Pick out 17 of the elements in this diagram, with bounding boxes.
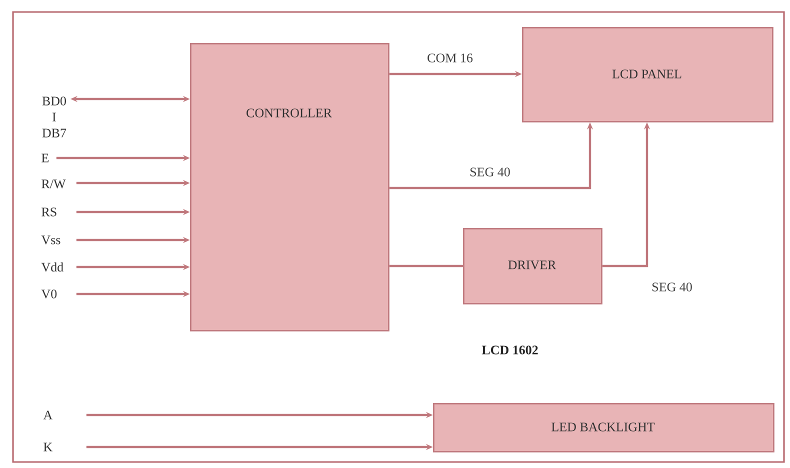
pin-label: Vss xyxy=(41,236,60,244)
pin-label: E xyxy=(42,154,48,162)
pin-label: R/W xyxy=(42,180,66,188)
pin-label: K xyxy=(44,442,52,452)
pin-label: BD0 I DB7 xyxy=(42,96,66,138)
block-box: LED BACKLIGHT xyxy=(433,403,774,452)
edge-label: SEG 40 xyxy=(650,282,694,292)
pin-label: V0 xyxy=(41,290,57,298)
edge-label: SEG 40 xyxy=(468,166,512,178)
block-box: CONTROLLER xyxy=(190,43,390,332)
edge-label: COM 16 xyxy=(426,52,474,64)
pin-label: RS xyxy=(42,208,56,216)
diagram-label: LCD 1602 xyxy=(482,346,538,354)
block-box: LCD PANEL xyxy=(522,27,774,122)
pin-label: A xyxy=(43,410,52,420)
pin-label: Vdd xyxy=(41,262,64,272)
block-box: DRIVER xyxy=(463,228,602,304)
